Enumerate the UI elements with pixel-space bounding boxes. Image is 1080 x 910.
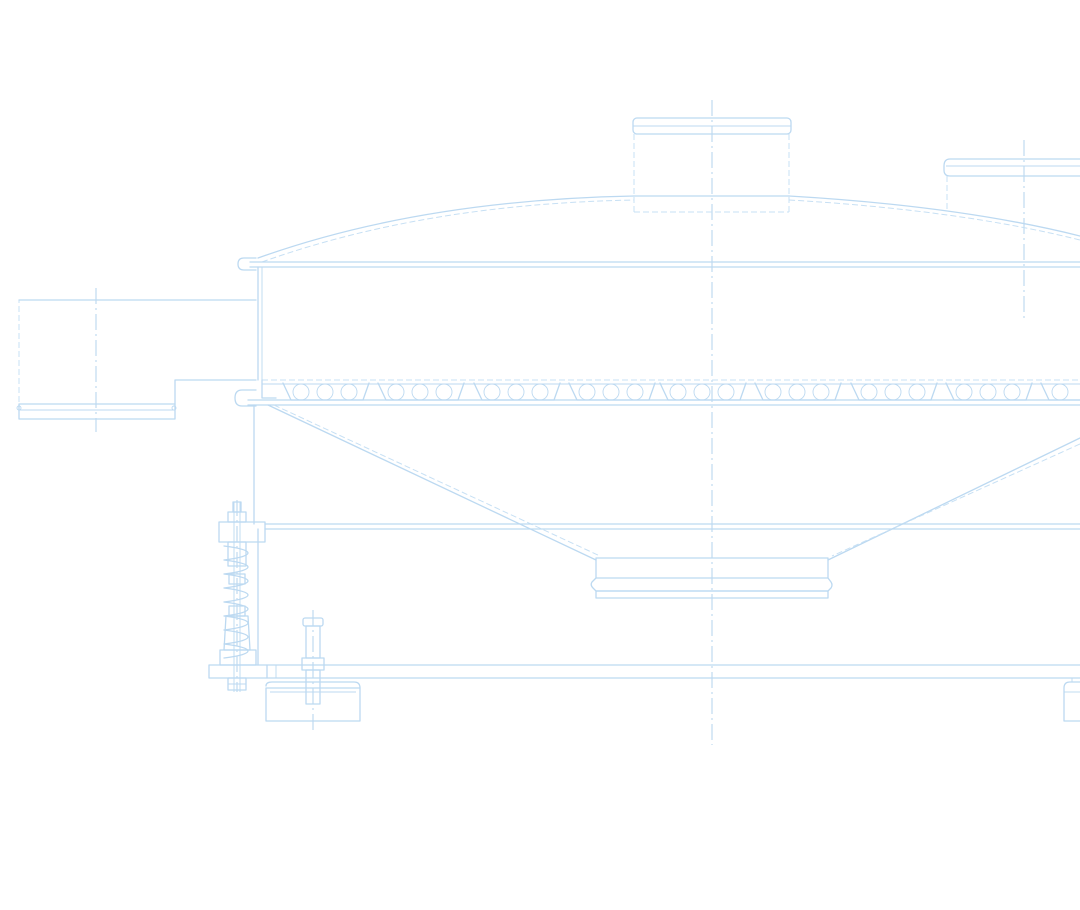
ball-trays [282, 382, 1080, 401]
ball-tray [568, 382, 656, 401]
upper-rim [237, 257, 1080, 381]
ball-tray [377, 382, 465, 401]
ball-tray [850, 382, 938, 401]
ball-tray [1040, 382, 1080, 401]
centerlines [95, 100, 1025, 745]
ball-tray [754, 382, 842, 401]
leveling-foot [265, 617, 361, 722]
side-outlet-pipe [16, 299, 257, 420]
right-inlet-pipe [943, 158, 1080, 212]
screen-deck [234, 379, 1080, 407]
ball-tray [282, 382, 370, 401]
leveling-foot [1063, 678, 1080, 722]
ball-tray [659, 382, 747, 401]
discharge-hopper [253, 404, 1080, 561]
ball-tray [473, 382, 561, 401]
bottom-outlet-flange [590, 557, 833, 599]
dome-cover [257, 195, 1080, 263]
base-frame [208, 521, 1080, 679]
spring-isolator [219, 501, 257, 692]
top-inlet-pipe [632, 117, 792, 213]
ball-tray [945, 382, 1033, 401]
